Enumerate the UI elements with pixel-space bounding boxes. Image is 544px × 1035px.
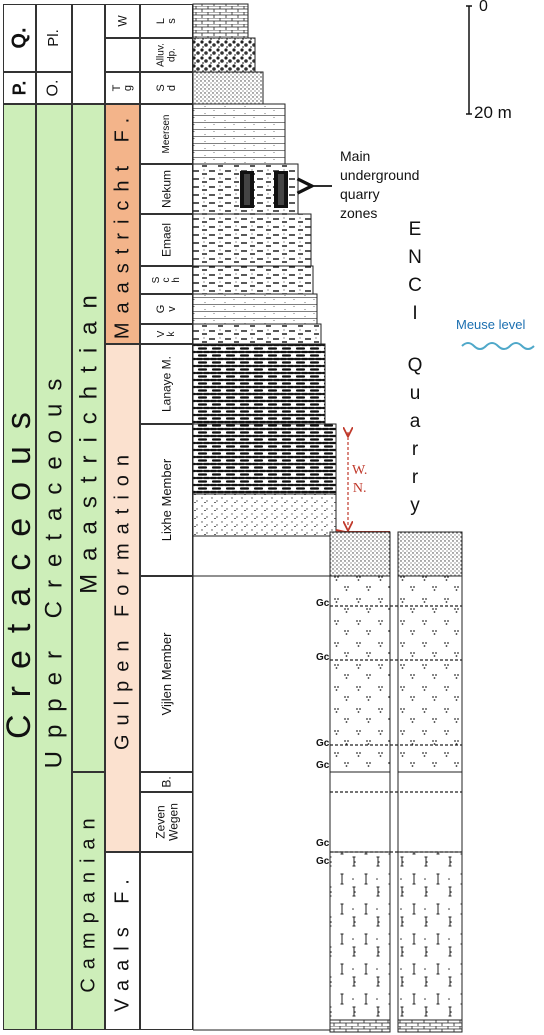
bed-limestone-top (192, 3, 249, 39)
wn-label: W. N. (352, 463, 368, 496)
bed-lixhe-lower (192, 493, 337, 537)
col-fm-vaals: Vaals F. (105, 852, 140, 1030)
col-series-upper-cretaceous: Upper Cretaceous (36, 104, 72, 1030)
scale-bottom-label: 20 m (474, 103, 512, 122)
borehole-a-zeven-wegen (329, 771, 391, 853)
borehole-b-top (397, 531, 463, 577)
quarry-letter: a (409, 411, 421, 432)
bed-lixhe-upper (192, 423, 337, 495)
borehole-b-zeven-wegen (397, 771, 463, 853)
borehole-a-top (329, 531, 391, 577)
bed-gronsveld (192, 293, 318, 325)
bed-emael (192, 213, 312, 267)
col-system-p: P. (3, 72, 36, 104)
gc-label: Gc (316, 598, 330, 609)
gc-label: Gc (316, 856, 330, 867)
col-fm-maastricht: Maastricht F. (105, 104, 140, 344)
bed-meersen (192, 103, 286, 165)
col-fm-tg: T g (105, 72, 140, 104)
quarry-letter: u (409, 383, 421, 404)
col-system-cretaceous: Cretaceous (3, 104, 36, 1030)
enci-letter: N (408, 247, 422, 268)
borehole-a-base (329, 1019, 391, 1033)
col-fm-blank (105, 38, 140, 72)
borehole-b-vaals (397, 851, 463, 1021)
quarry-zone-2-inner (278, 174, 284, 205)
meuse-wave (461, 342, 535, 350)
scale-top-label: 0 (479, 0, 488, 15)
main-quarry-label: Main underground quarry zones (340, 148, 420, 221)
borehole-a-vaals (329, 851, 391, 1021)
col-series-o: O. (36, 72, 72, 104)
enci-quarry-letters: E N C I Q u a r r y (400, 216, 430, 520)
quarry-letter: Q (407, 355, 423, 376)
quarry-letter: y (410, 495, 420, 516)
col-fm-gulpen: Gulpen Formation (105, 344, 140, 852)
gc-label: Gc (316, 838, 330, 849)
bed-sand (192, 71, 264, 105)
enci-letter: C (408, 275, 422, 296)
gc-label: Gc (316, 738, 330, 749)
bed-gravel (192, 37, 256, 73)
meuse-level-label: Meuse level (456, 317, 526, 332)
bed-lanaye (192, 343, 326, 425)
borehole-b-vijlen (397, 575, 463, 773)
gc-label: Gc (316, 652, 330, 663)
col-stage-maastrichtian: Maastrichtian (72, 104, 105, 772)
enci-letter: E (408, 219, 422, 240)
bed-schiepersberg (192, 265, 314, 295)
col-fm-w: W (105, 4, 140, 38)
enci-letter: I (412, 303, 418, 324)
quarry-zone-1-inner (244, 174, 250, 205)
col-series-pl: Pl. (36, 4, 72, 72)
scale-bar (466, 5, 472, 115)
borehole-b-base (397, 1019, 463, 1033)
col-system-q: Q. (3, 4, 36, 72)
quarry-letter: r (411, 467, 419, 488)
col-stage-empty (72, 4, 105, 104)
col-stage-campanian: Campanian (72, 772, 105, 1030)
quarry-letter: r (411, 439, 419, 460)
gc-label: Gc (316, 760, 330, 771)
bed-valkenburg (192, 323, 322, 345)
borehole-a-vijlen (329, 575, 391, 773)
hardground-lines (330, 605, 462, 853)
